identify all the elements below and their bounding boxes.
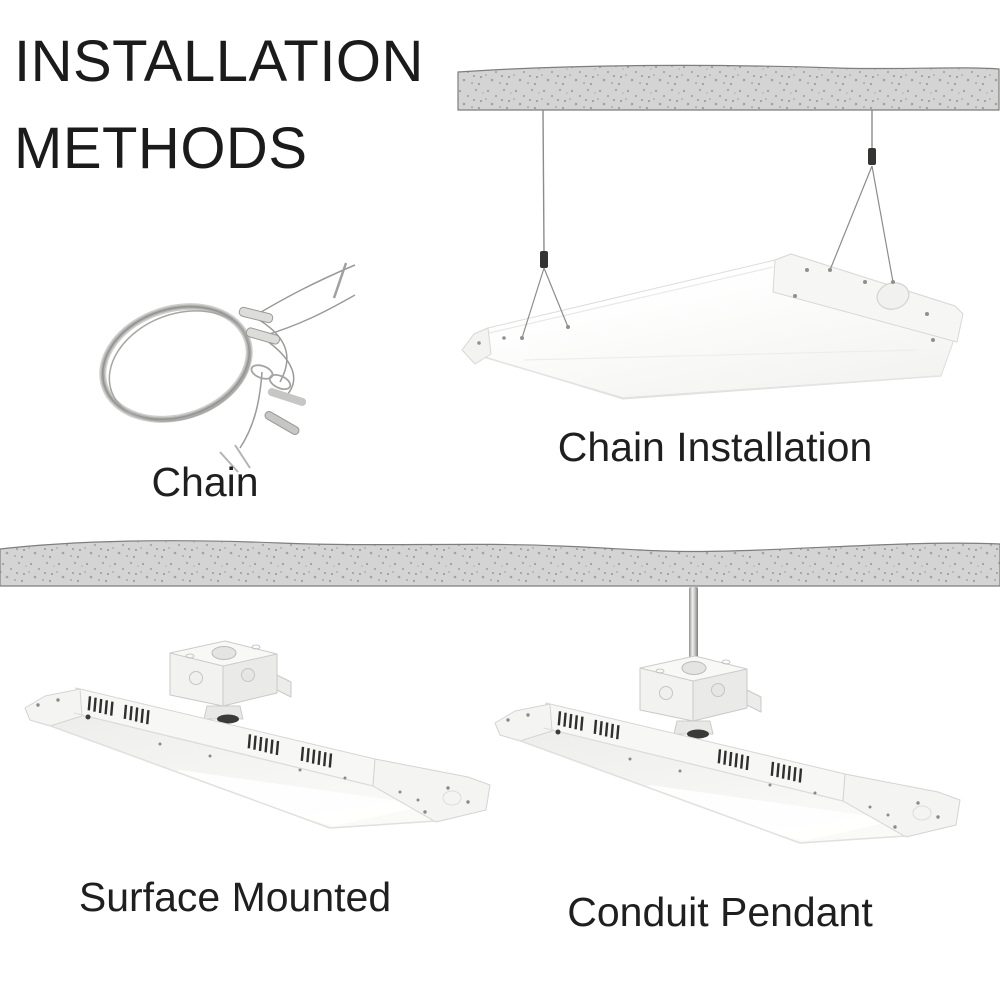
chain-installation-illustration xyxy=(461,110,964,400)
rail-screws xyxy=(793,268,935,342)
ceiling-middle-illustration xyxy=(0,540,1000,587)
cable-gripper xyxy=(540,251,548,268)
left-end-cap xyxy=(461,327,492,365)
chain-kit-label: Chain xyxy=(151,459,259,505)
toggle-bars xyxy=(264,388,307,435)
conduit-rod xyxy=(689,587,698,670)
cable-coil xyxy=(99,303,253,423)
cables-and-toggles xyxy=(219,262,356,473)
pins xyxy=(219,444,251,473)
t-bar xyxy=(332,262,348,299)
chain-installation-label: Chain Installation xyxy=(557,424,873,470)
back-rail xyxy=(772,253,964,343)
conduit-pendant-illustration xyxy=(470,635,970,865)
fixture-lens xyxy=(461,253,964,400)
suspension-cable-left xyxy=(520,110,570,340)
ceiling-top-illustration xyxy=(457,64,1000,111)
page-title: INSTALLATION METHODS xyxy=(14,29,424,181)
cable-hanging-kit-illustration xyxy=(99,262,356,473)
hanging-fixture xyxy=(461,253,964,400)
conduit-pendant-label: Conduit Pendant xyxy=(567,889,873,935)
surface-mounted-illustration xyxy=(0,620,500,850)
cable-gripper xyxy=(868,148,876,165)
suspension-cable-right xyxy=(828,110,895,284)
rail-knockout xyxy=(876,282,910,310)
crimp-sleeves xyxy=(238,306,281,345)
cable-loop xyxy=(268,373,292,391)
surface-mounted-label: Surface Mounted xyxy=(78,874,392,920)
